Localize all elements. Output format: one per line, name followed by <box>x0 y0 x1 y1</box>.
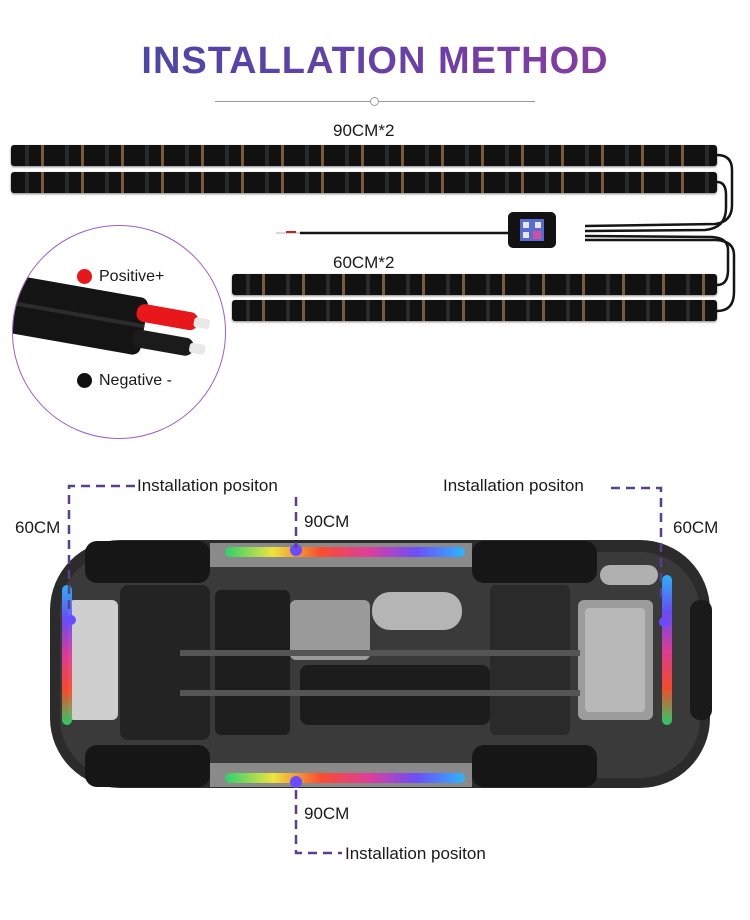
rear-length-label: 60CM <box>673 518 719 537</box>
negative-dot <box>77 373 92 388</box>
side-bottom-length-label: 90CM <box>304 804 350 823</box>
negative-label: Negative - <box>99 372 172 389</box>
wire-illustration <box>13 275 211 356</box>
led-strip-60cm-2 <box>232 300 717 321</box>
title-divider-dot <box>370 97 379 106</box>
led-strip-90cm-2 <box>11 172 717 193</box>
positive-label: Positive+ <box>99 268 165 285</box>
short-strip-label: 60CM*2 <box>333 253 395 272</box>
long-strip-label: 90CM*2 <box>333 121 395 140</box>
page-title: INSTALLATION METHOD <box>0 40 750 83</box>
side-top-length-label: 90CM <box>304 512 350 531</box>
led-strip-60cm-1 <box>232 274 717 295</box>
wire-legend-circle: Positive+ Negative - <box>12 225 226 439</box>
led-strip-90cm-1 <box>11 145 717 166</box>
front-length-label: 60CM <box>15 518 61 537</box>
install-label-bottom: Installation positon <box>345 844 486 863</box>
install-label-right: Installation positon <box>443 476 584 495</box>
positive-dot <box>77 269 92 284</box>
install-label-left: Installation positon <box>137 476 278 495</box>
